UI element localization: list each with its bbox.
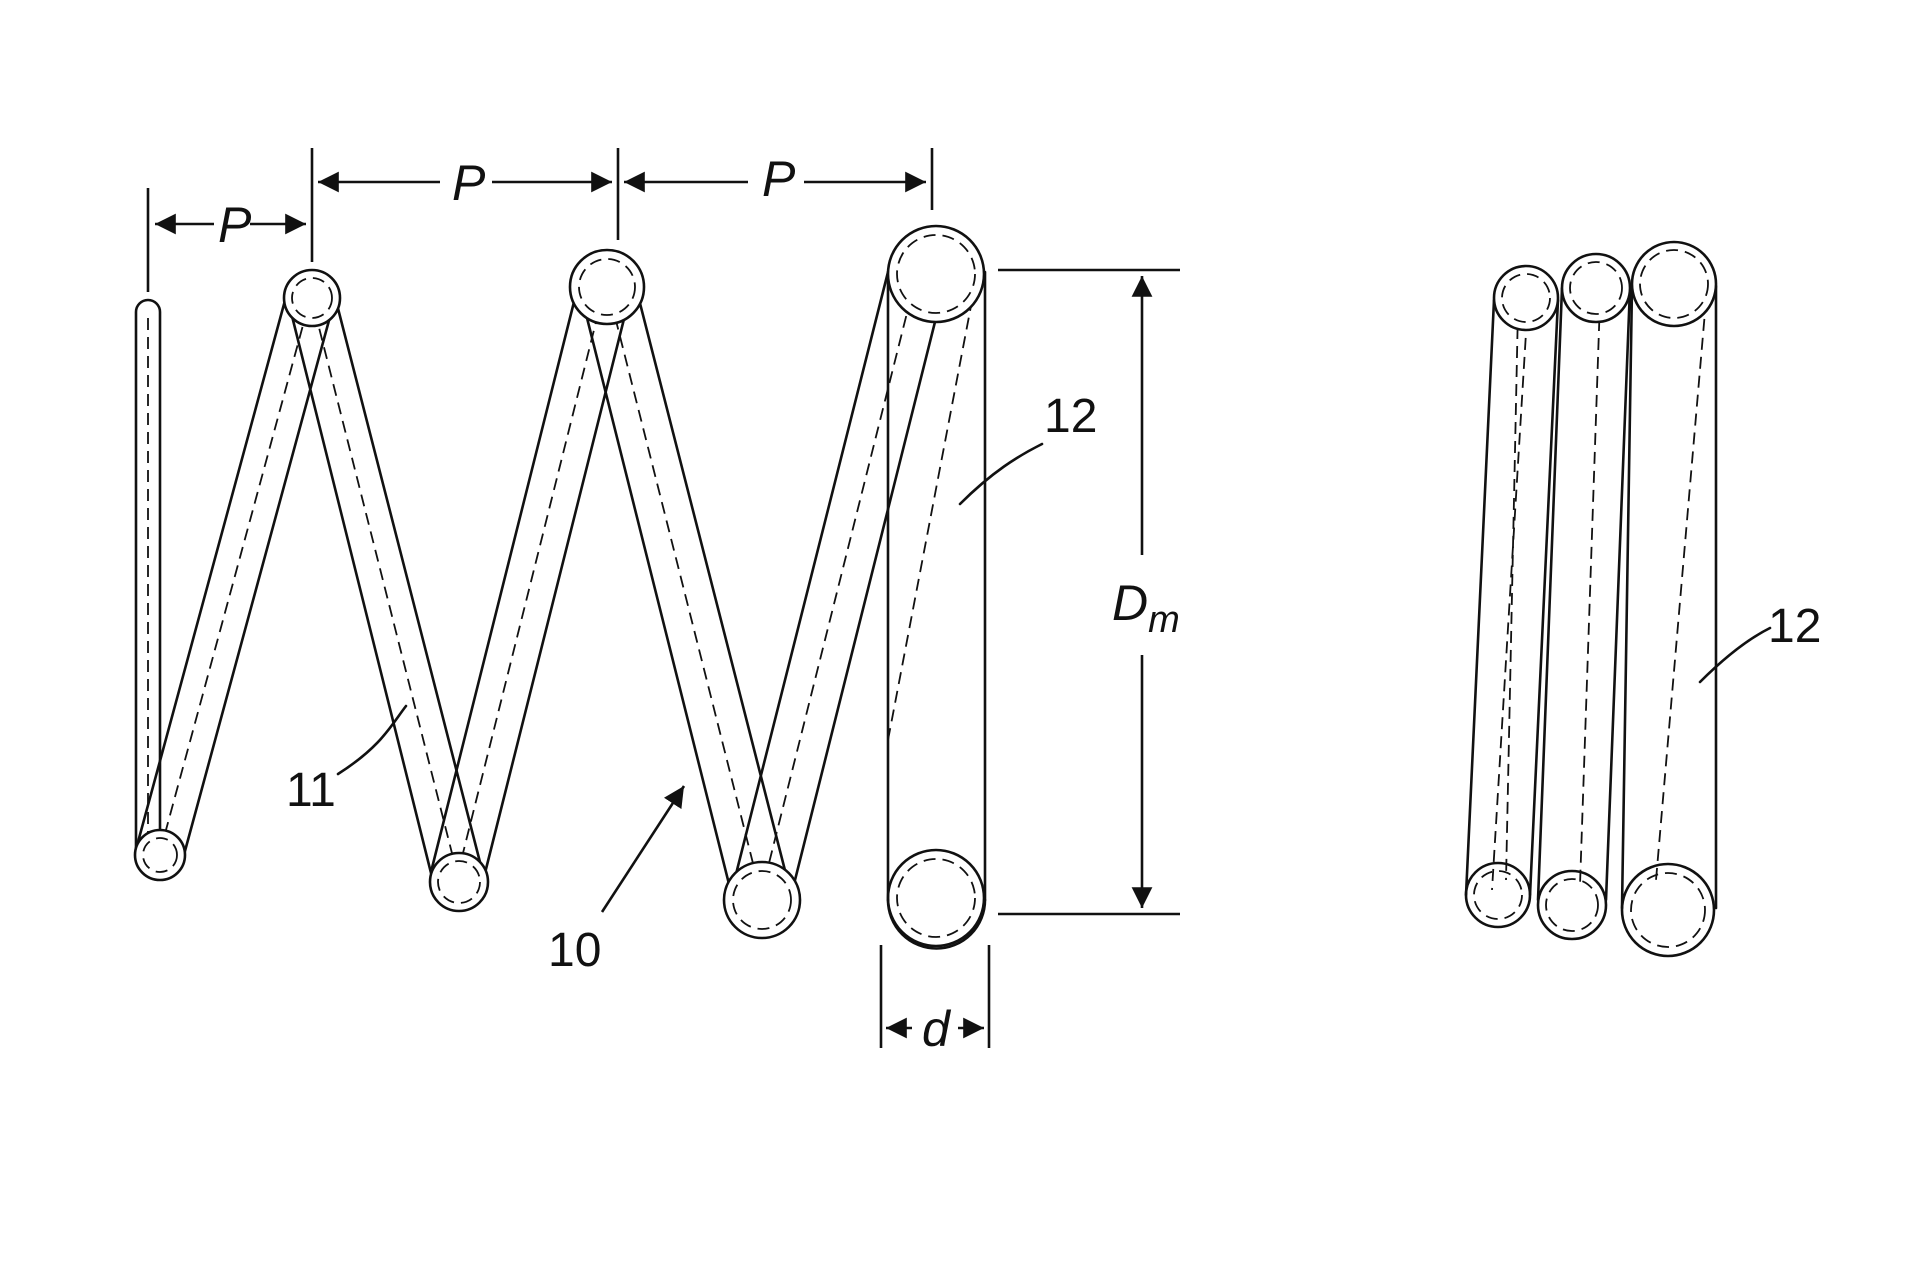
- compressed-spring: [1464, 240, 1718, 958]
- ref-label-11: 11: [286, 764, 336, 817]
- ref-label-12-open: 12: [1044, 390, 1097, 443]
- solid-coil-b: [1536, 252, 1632, 941]
- pitch-dimensions: P P P: [146, 148, 934, 292]
- ref-label-10: 10: [548, 924, 601, 977]
- wire-start-end: [134, 298, 162, 852]
- pitch-label-3: P: [762, 151, 796, 207]
- mean-diameter-subscript: m: [1148, 599, 1180, 641]
- mean-diameter-dimension: Dm: [998, 268, 1180, 916]
- solid-coil-a: [1464, 264, 1560, 929]
- open-spring: [133, 224, 987, 950]
- wire-diameter-dimension: d: [879, 945, 991, 1057]
- coil-segments: [136, 268, 945, 910]
- wire-diameter-label: d: [922, 1001, 952, 1057]
- pitch-label-1: P: [218, 197, 252, 253]
- coil-bends: [133, 248, 802, 940]
- pitch-label-2: P: [452, 155, 486, 211]
- mean-diameter-label: Dm: [1112, 575, 1180, 641]
- ref-label-12-closed: 12: [1768, 600, 1821, 653]
- reference-callouts: 11 10 12 12: [286, 390, 1821, 977]
- end-coil: [886, 224, 987, 950]
- solid-coil-c: [1620, 240, 1718, 958]
